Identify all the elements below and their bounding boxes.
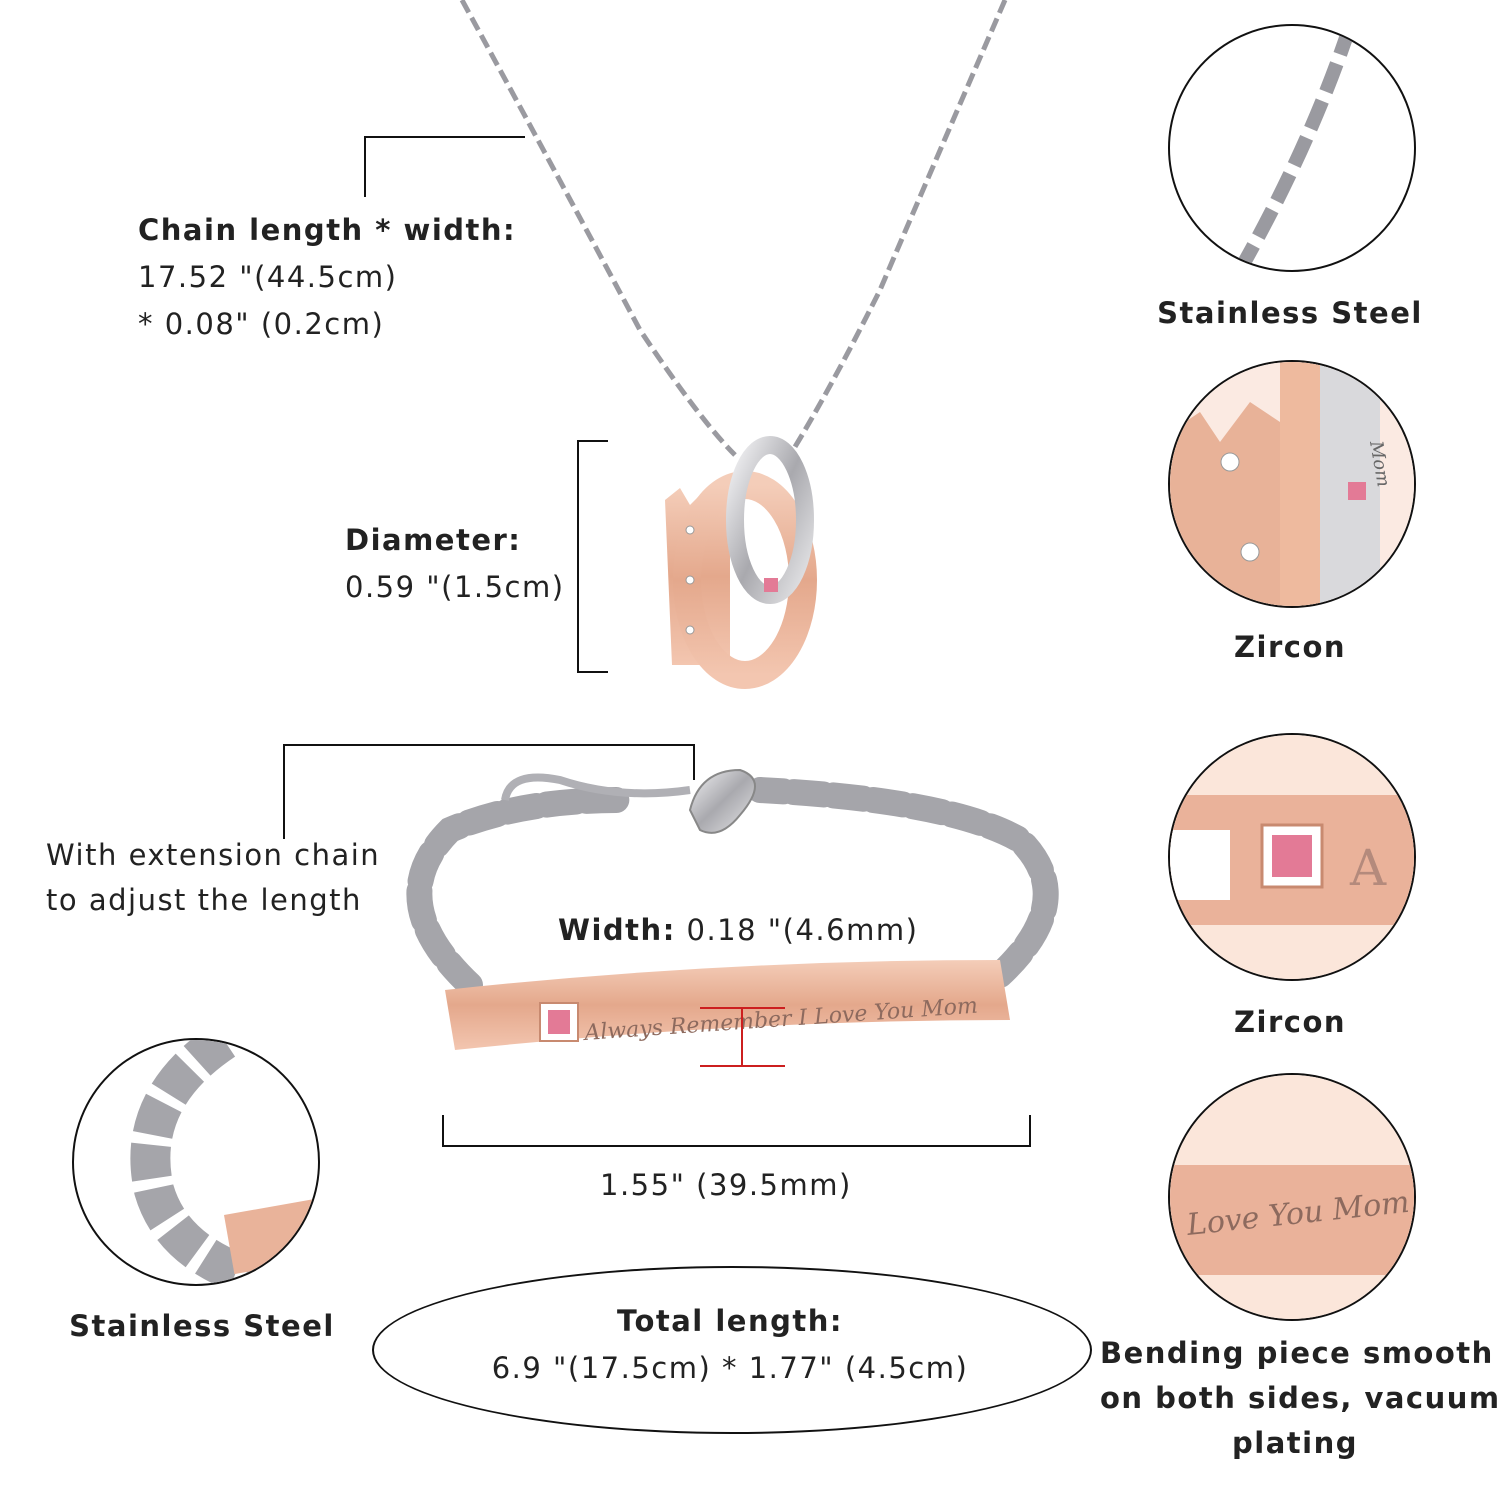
extension-chain-line2: to adjust the length [46, 883, 362, 917]
chain-closeup-image [1233, 26, 1357, 270]
necklace-chain [459, 0, 1008, 457]
chain-size-line1: 17.52 "(44.5cm) [138, 260, 398, 294]
bar-width: Width: 0.18 "(4.6mm) [558, 913, 919, 947]
total-length-label: Total length: [617, 1304, 843, 1338]
crown-closeup-image: Mom [1170, 362, 1414, 606]
diameter-label: Diameter: [345, 523, 522, 557]
bending-line2: on both sides, vacuum [1100, 1381, 1500, 1415]
bar-length: 1.55" (39.5mm) [600, 1168, 852, 1202]
detail-circle-crown: Mom [1168, 360, 1416, 608]
total-length-value: 6.9 "(17.5cm) * 1.77" (4.5cm) [491, 1351, 969, 1385]
dimension-lines [283, 136, 1031, 1147]
material-label-zircon-bar: Zircon [1233, 1005, 1347, 1039]
extension-chain [501, 773, 691, 801]
bracelet-bar [445, 960, 1010, 1050]
detail-circle-bar-stone: A [1168, 733, 1416, 981]
bar-stone-closeup-image: A [1170, 735, 1414, 979]
bracelet-chain-closeup-image [130, 1040, 318, 1284]
bar-text-closeup-image: Love You Mom [1170, 1075, 1414, 1319]
detail-circle-chain [1168, 24, 1416, 272]
necklace-pendant [665, 436, 817, 689]
diameter-value: 0.59 "(1.5cm) [345, 570, 565, 604]
total-length-ellipse [372, 1266, 1092, 1434]
bending-line1: Bending piece smooth [1100, 1336, 1494, 1370]
lobster-clasp [688, 768, 756, 834]
bar-width-indicator [700, 1007, 785, 1067]
chain-size-line2: * 0.08" (0.2cm) [138, 307, 385, 341]
material-label-steel-bottom: Stainless Steel [69, 1309, 335, 1343]
svg-text:A: A [1349, 839, 1387, 897]
extension-chain-line1: With extension chain [46, 838, 381, 872]
detail-circle-bar-text: Love You Mom [1168, 1073, 1416, 1321]
detail-circle-bracelet-chain [72, 1038, 320, 1286]
bracelet-chain [406, 777, 1059, 998]
bending-line3: plating [1232, 1426, 1358, 1460]
chain-size-label: Chain length * width: [138, 213, 517, 247]
material-label-steel-top: Stainless Steel [1157, 296, 1423, 330]
material-label-zircon-crown: Zircon [1233, 630, 1347, 664]
